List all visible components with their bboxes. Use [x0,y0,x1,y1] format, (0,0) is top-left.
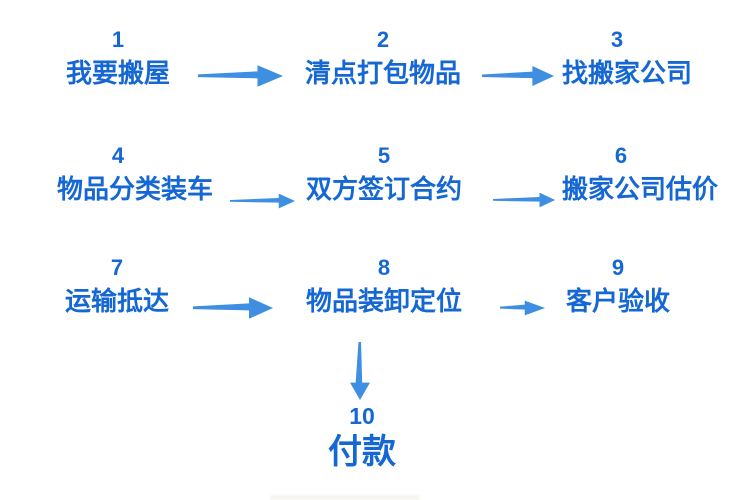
step-number: 3 [610,27,624,52]
step-number: 2 [376,27,390,52]
flow-step-1: 1 我要搬屋 [66,22,170,88]
step-number: 5 [377,143,391,168]
flow-step-5: 5 双方签订合约 [306,138,462,204]
flow-step-8: 8 物品装卸定位 [306,250,462,316]
arrow-right-icon [198,65,283,87]
step-label: 我要搬屋 [65,58,171,88]
flow-step-4: 4 物品分类装车 [57,138,213,204]
flow-step-2: 2 清点打包物品 [305,22,461,88]
step-label: 运输抵达 [64,286,170,316]
arrow-right-icon [193,297,273,319]
step-number: 7 [110,255,124,280]
step-label: 客户验收 [565,286,671,316]
step-number: 10 [349,403,375,429]
step-number: 1 [111,27,125,52]
flow-step-3: 3 找搬家公司 [562,22,692,88]
flow-step-9: 9 客户验收 [566,250,670,316]
flow-step-10: 10 付款 [328,400,396,472]
step-label: 搬家公司估价 [561,174,719,204]
step-label: 清点打包物品 [304,58,462,88]
step-number: 4 [111,143,125,168]
arrow-right-icon [500,300,545,316]
flow-step-6: 6 搬家公司估价 [562,138,718,204]
arrow-right-icon [230,193,295,209]
step-label: 双方签订合约 [305,174,463,204]
step-label: 付款 [328,433,396,471]
arrow-right-icon [482,66,554,86]
step-number: 9 [611,255,625,280]
step-label: 物品分类装车 [56,174,214,204]
step-label: 找搬家公司 [561,58,693,88]
arrow-down-icon [350,342,370,400]
arrow-right-icon [493,192,555,208]
step-label: 物品装卸定位 [305,286,463,316]
step-number: 6 [614,143,628,168]
flow-step-7: 7 运输抵达 [65,250,169,316]
step-number: 8 [377,255,391,280]
bottom-edge-artifact [270,495,420,500]
